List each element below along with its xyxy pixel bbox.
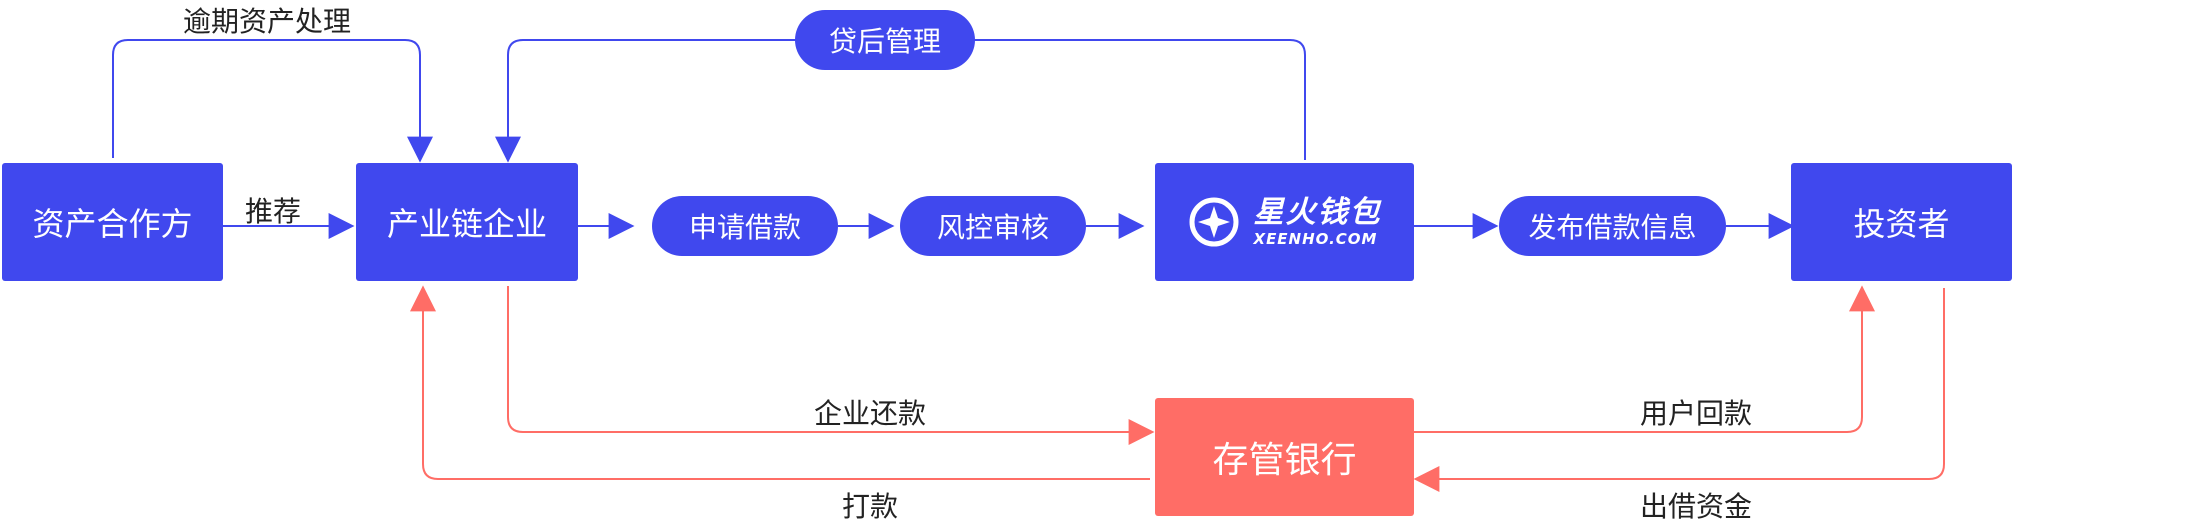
overdue-arrow — [112, 39, 433, 163]
apply-node: 申请借款 — [652, 196, 838, 256]
lend-arrow — [1413, 288, 1945, 492]
investor-node: 投资者 — [1791, 163, 2012, 281]
pay-arrow — [410, 285, 1150, 480]
user-repay-arrow — [1414, 285, 1875, 433]
post-loan-node: 贷后管理 — [795, 10, 975, 70]
lend-label: 出借资金 — [1640, 490, 1753, 523]
overdue-label: 逾期资产处理 — [183, 5, 352, 38]
repay-label: 企业还款 — [814, 397, 927, 430]
user-repay-label: 用户回款 — [1640, 397, 1753, 430]
risk-node: 风控审核 — [900, 196, 1086, 256]
enterprise-node: 产业链企业 — [356, 163, 578, 281]
partner-node: 资产合作方 — [2, 163, 223, 281]
logo-name-cn: 星火钱包 — [1253, 194, 1382, 230]
platform-logo-node: 星火钱包 XEENHO.COM — [1155, 163, 1414, 281]
recommend-label: 推荐 — [245, 195, 302, 228]
repay-arrow — [507, 286, 1155, 445]
logo-text: 星火钱包 XEENHO.COM — [1253, 194, 1382, 248]
pay-label: 打款 — [842, 490, 899, 523]
custodian-bank-node: 存管银行 — [1155, 398, 1414, 516]
publish-node: 发布借款信息 — [1499, 196, 1726, 256]
logo-name-en: XEENHO.COM — [1253, 229, 1378, 248]
star-logo-icon — [1189, 197, 1238, 247]
